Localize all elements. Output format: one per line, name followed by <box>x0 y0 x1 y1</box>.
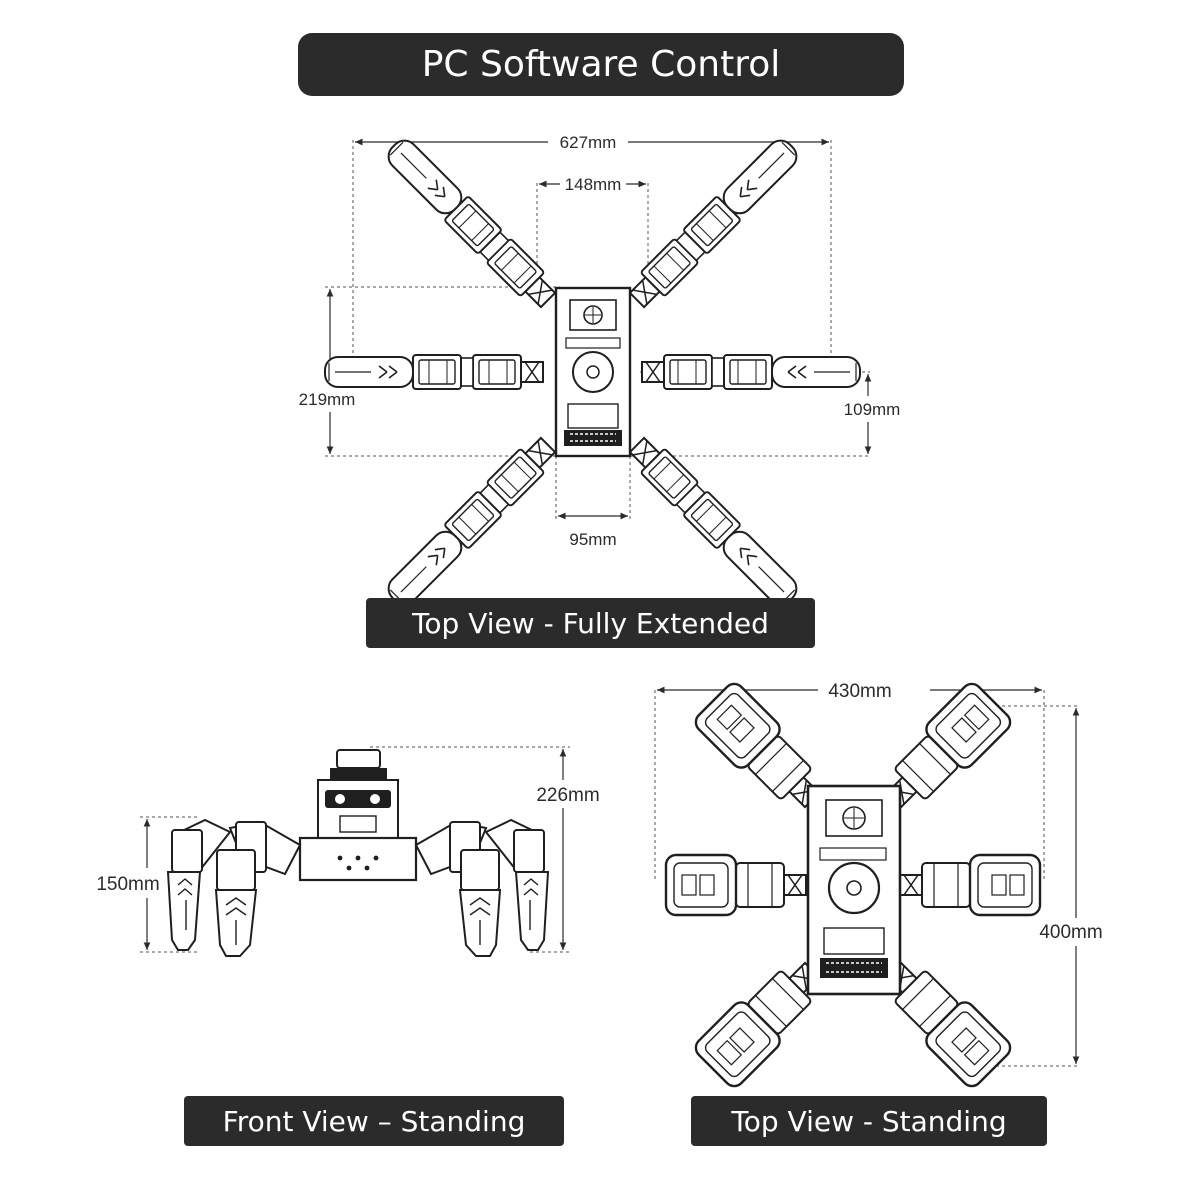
dim-219: 219mm <box>299 390 356 409</box>
dim-150: 150mm <box>96 874 159 895</box>
top-view-extended: 627mm 148mm 219mm 109mm 95mm <box>299 133 901 611</box>
page-title: PC Software Control <box>298 33 904 96</box>
front-view-standing: 226mm 150mm <box>96 746 600 957</box>
dim-430: 430mm <box>828 681 891 702</box>
label-front-view-standing: Front View – Standing <box>184 1096 564 1146</box>
dim-400: 400mm <box>1039 922 1102 943</box>
dim-95: 95mm <box>569 530 616 549</box>
dim-627: 627mm <box>560 133 617 152</box>
dim-226: 226mm <box>536 785 599 806</box>
label-top-view-extended: Top View - Fully Extended <box>366 598 815 648</box>
label-top-view-standing: Top View - Standing <box>691 1096 1047 1146</box>
robot-body-standing <box>806 784 902 996</box>
top-view-standing: 430mm 400mm <box>654 678 1103 1092</box>
dim-148: 148mm <box>565 175 622 194</box>
dim-109: 109mm <box>844 400 901 419</box>
robot-body-extended <box>554 286 632 458</box>
